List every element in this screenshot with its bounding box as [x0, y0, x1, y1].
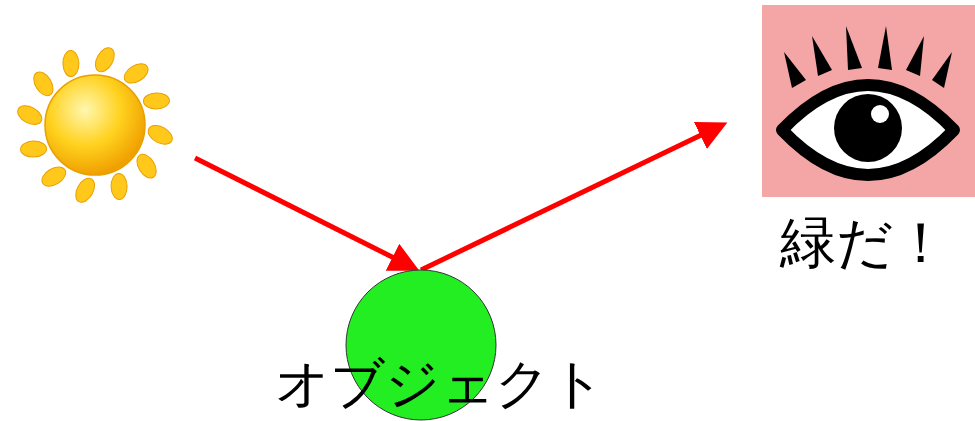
sun-ray — [92, 44, 118, 74]
sun-ray — [39, 163, 70, 190]
sun-ray — [72, 175, 98, 205]
object-circle: オブジェクト — [250, 268, 630, 421]
reflected-ray — [421, 125, 722, 270]
sun-ray — [30, 69, 57, 100]
sun-ray — [111, 173, 128, 199]
node-label: オブジェクト — [250, 354, 630, 413]
node-label: 緑だ！ — [780, 212, 949, 274]
eye-box: 緑だ！ — [762, 5, 975, 285]
sun-ray — [20, 141, 46, 158]
incident-ray — [195, 158, 414, 268]
sun-ray — [63, 50, 80, 76]
sun-icon — [14, 44, 175, 205]
sun-ray — [143, 93, 169, 110]
sun-ray — [121, 60, 152, 87]
eye-icon — [762, 5, 975, 197]
sun-ray — [133, 151, 160, 182]
sun-ray — [14, 102, 44, 128]
sun-ray — [145, 122, 175, 148]
